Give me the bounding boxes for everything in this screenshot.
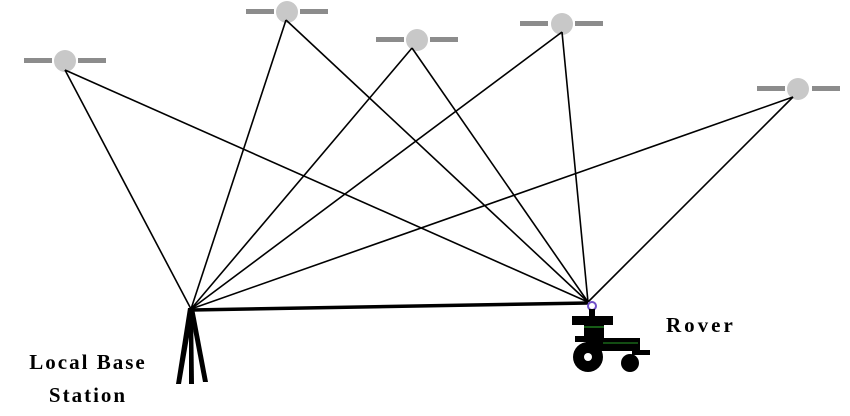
- signal-line: [561, 31, 589, 303]
- satellite-icon: [757, 78, 840, 100]
- satellite-icon: [376, 29, 458, 51]
- signal-line: [587, 96, 794, 303]
- satellite-icon: [24, 50, 106, 72]
- signal-line: [190, 19, 287, 310]
- signal-line: [190, 47, 413, 310]
- satellite-icon: [246, 1, 328, 23]
- signal-line: [285, 19, 589, 303]
- tractor-icon: [572, 301, 650, 372]
- baseline-link: [190, 301, 589, 312]
- base-station-label-line1: Local Base: [29, 350, 147, 374]
- satellite-5: [757, 78, 840, 100]
- satellite-1: [24, 50, 106, 72]
- signal-line: [64, 69, 192, 310]
- signal-line: [190, 31, 563, 310]
- base-station: [176, 308, 208, 384]
- satellite-3: [376, 29, 458, 51]
- signal-lines: [64, 19, 794, 310]
- tripod-icon: [176, 308, 208, 384]
- rover-antenna-icon: [587, 301, 597, 311]
- signal-line: [64, 69, 589, 303]
- satellite-4: [520, 13, 603, 35]
- base-station-label-line2: Station: [48, 383, 128, 407]
- rover-label: Rover: [666, 313, 736, 337]
- satellite-2: [246, 1, 328, 23]
- base-station-label: Local Base Station: [8, 346, 168, 412]
- signal-line: [190, 96, 794, 310]
- rover: [572, 301, 650, 372]
- signal-line: [411, 47, 589, 303]
- satellite-icon: [520, 13, 603, 35]
